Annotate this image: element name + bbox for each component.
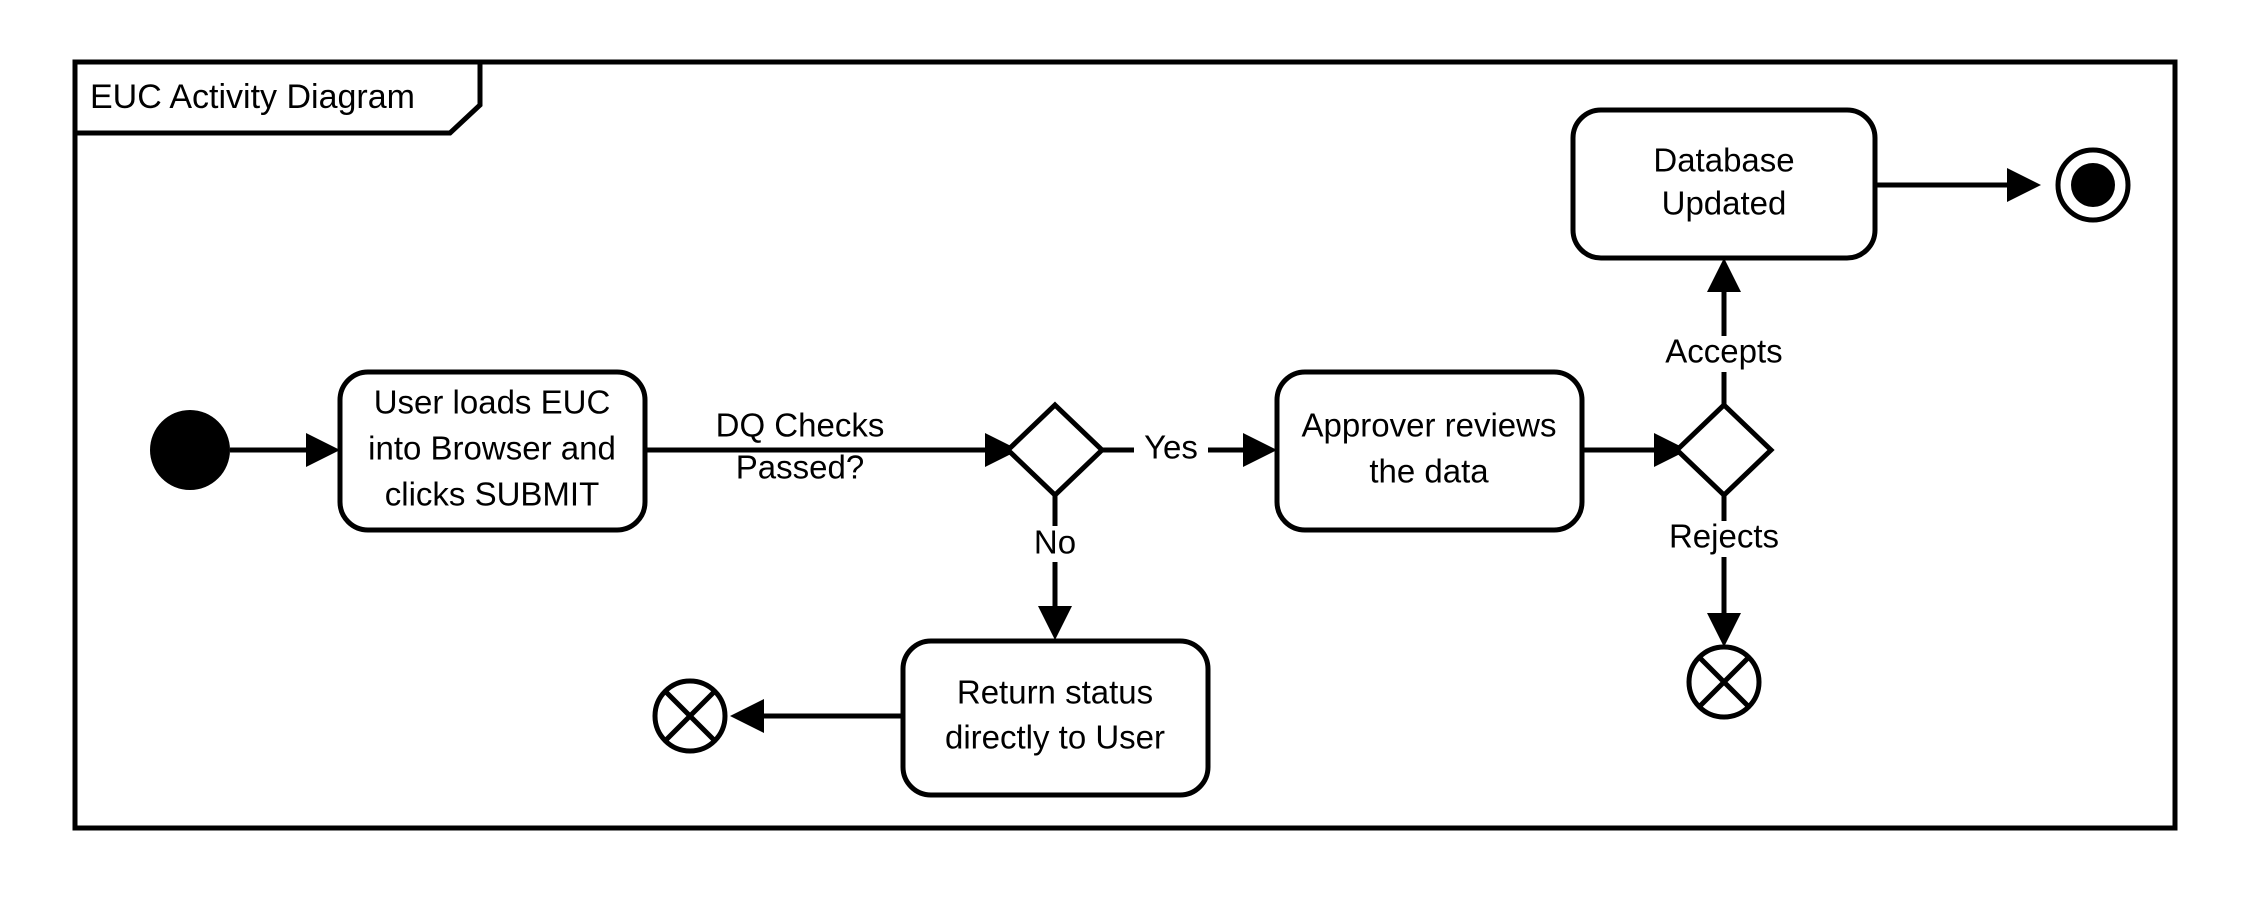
edge-label-rejects: Rejects bbox=[1669, 518, 1779, 555]
arrowhead-start-to-submit bbox=[306, 433, 340, 467]
action-user-loads-euc-line1: User loads EUC bbox=[374, 384, 611, 421]
final-node-inner-disc bbox=[2071, 163, 2115, 207]
edge-label-yes-backdrop bbox=[1134, 432, 1208, 468]
action-approver-reviews-line2: the data bbox=[1369, 453, 1489, 490]
edge-label-rejects-backdrop bbox=[1655, 521, 1795, 557]
action-approver-reviews[interactable] bbox=[1274, 369, 1585, 533]
action-approver-reviews-line1: Approver reviews bbox=[1302, 407, 1557, 444]
action-return-status-line1: Return status bbox=[957, 674, 1153, 711]
edge-label-no-backdrop bbox=[1015, 526, 1095, 562]
arrowhead-approver-to-decision bbox=[1654, 433, 1688, 467]
edge-label-dq-checks-line2: Passed? bbox=[736, 449, 864, 486]
diagram-frame bbox=[72, 59, 2178, 831]
action-user-loads-euc-line3: clicks SUBMIT bbox=[385, 476, 600, 513]
arrowhead-no bbox=[1038, 606, 1072, 640]
flow-final-node-rejects-x2 bbox=[1697, 655, 1751, 709]
edge-label-no: No bbox=[1034, 524, 1076, 561]
action-return-status-line2: directly to User bbox=[945, 719, 1165, 756]
arrowhead-rejects bbox=[1707, 613, 1741, 647]
edge-label-yes: Yes bbox=[1144, 429, 1198, 466]
frame-name-tab bbox=[72, 59, 483, 136]
edge-label-accepts-backdrop bbox=[1655, 336, 1795, 372]
decision-node-approval[interactable] bbox=[1673, 401, 1775, 499]
arrowhead-return-to-flow-final bbox=[730, 699, 764, 733]
flow-final-node-return-x2 bbox=[663, 689, 717, 743]
edge-label-dq-checks-line1: DQ Checks bbox=[716, 407, 885, 444]
initial-node[interactable] bbox=[150, 410, 230, 490]
page-title: EUC Activity Diagram bbox=[90, 78, 415, 116]
decision-node-dq-checks[interactable] bbox=[1004, 401, 1106, 499]
action-database-updated-line2: Updated bbox=[1662, 185, 1787, 222]
arrowhead-dq-yes bbox=[1243, 433, 1277, 467]
action-user-loads-euc-line2: into Browser and bbox=[368, 430, 616, 467]
action-database-updated-line1: Database bbox=[1653, 142, 1794, 179]
arrowhead-submit-to-dq-decision bbox=[985, 433, 1019, 467]
arrowhead-db-to-end bbox=[2007, 168, 2041, 202]
arrowhead-accepts bbox=[1707, 258, 1741, 292]
edge-label-dq-backdrop bbox=[695, 408, 905, 444]
edge-label-accepts: Accepts bbox=[1665, 333, 1782, 370]
